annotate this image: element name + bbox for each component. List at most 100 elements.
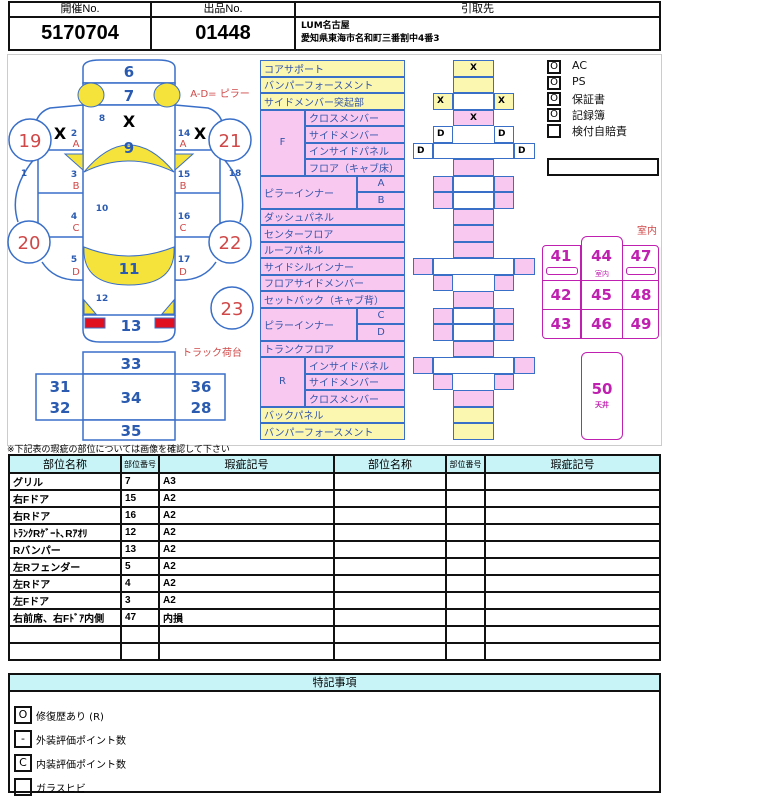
special-note-checkbox[interactable]: C: [14, 754, 32, 772]
table-cell: 47: [120, 608, 160, 627]
table-cell: 左Rドア: [8, 574, 122, 593]
part-7: 7: [124, 87, 134, 105]
equipment-checkbox[interactable]: [547, 124, 561, 138]
auction-no-label: 開催No.: [10, 3, 152, 18]
pillar-c-left: C: [73, 223, 80, 234]
frame-row-label: クロスメンバー: [305, 109, 405, 126]
windshield: [83, 144, 175, 173]
part-4: 4: [71, 212, 77, 222]
frame-row-label: ルーフパネル: [260, 241, 405, 258]
frame-grid-cell: X: [453, 60, 494, 77]
frame-row-label: バックパネル: [260, 406, 405, 423]
table-cell: [484, 506, 661, 525]
circle-23: 23: [221, 299, 244, 320]
frame-grid-cell: [453, 76, 494, 93]
table-cell: [484, 557, 661, 576]
frame-grid-cell: [453, 340, 494, 357]
seat-icon: [626, 267, 656, 275]
frame-row-label: ダッシュパネル: [260, 208, 405, 225]
frame-grid-cell: D: [413, 142, 433, 159]
part-5: 5: [71, 255, 77, 265]
part-2: 2: [71, 129, 77, 139]
part-6: 6: [124, 63, 134, 81]
header-table: 開催No. 出品No. 引取先 5170704 01448 LUM名古屋 愛知県…: [8, 1, 661, 51]
lot-no-label: 出品No.: [152, 3, 296, 18]
pillar-note: A-D= ピラー: [190, 88, 250, 100]
table-cell: [333, 574, 447, 593]
special-note-checkbox[interactable]: -: [14, 730, 32, 748]
interior-cell-42: 42: [542, 281, 581, 310]
table-row: [8, 625, 661, 644]
equipment-checkbox[interactable]: O: [547, 60, 561, 74]
frame-grid-cell: [453, 241, 494, 258]
frame-grid-cell: [494, 274, 514, 291]
frame-row-label: バンパーフォースメント: [260, 76, 405, 93]
special-notes-title: 特記事項: [10, 675, 659, 692]
pillar-inner-front: ピラーインナー: [260, 175, 357, 209]
frame-grid-cell: D: [494, 126, 514, 143]
table-note: ※下記表の瑕疵の部位については画像を確認して下さい: [7, 445, 230, 455]
interior-cell-49: 49: [630, 315, 652, 333]
table-cell: [158, 625, 335, 644]
frame-grid-cell: [453, 192, 494, 209]
table-cell: 5: [120, 557, 160, 576]
frame-row-label: クロスメンバー: [305, 390, 405, 407]
mark-x-14: X: [194, 124, 207, 143]
equipment-checkbox[interactable]: O: [547, 108, 561, 122]
truck-28: 28: [191, 399, 212, 417]
truck-31: 31: [50, 378, 71, 396]
table-cell: 7: [120, 472, 160, 491]
frame-row-label: サイドメンバー: [305, 373, 405, 390]
interior-cell-48: 48: [623, 281, 659, 310]
pillar-d-left: D: [72, 267, 80, 278]
interior-cell-44: 44: [581, 245, 623, 281]
equipment-checkbox[interactable]: O: [547, 76, 561, 90]
pickup-info: LUM名古屋 愛知県東海市名和町三番割中4番3: [301, 20, 440, 46]
part-14: 14: [178, 129, 191, 139]
equipment-label: 保証書: [572, 93, 605, 106]
table-cell: 右前席、右Fﾄﾞｱ内側: [8, 608, 122, 627]
frame-grid-cell: [413, 258, 433, 275]
frame-grid-cell: X: [494, 93, 514, 110]
frame-grid-cell: [433, 142, 514, 159]
equipment-label: 記録簿: [572, 109, 605, 122]
tail-light-right: [154, 317, 176, 329]
table-cell: 3: [120, 591, 160, 610]
table-cell: [445, 591, 486, 610]
table-cell: 15: [120, 489, 160, 508]
frame-grid-cell: [494, 324, 514, 341]
table-cell: [333, 489, 447, 508]
equipment-checkbox[interactable]: O: [547, 92, 561, 106]
part-15: 15: [178, 170, 191, 180]
frame-grid-cell: [433, 373, 453, 390]
table-cell: [445, 489, 486, 508]
part-10: 10: [96, 204, 109, 214]
frame-grid-cell: [453, 423, 494, 440]
table-cell: A2: [158, 506, 335, 525]
frame-row-label: A: [357, 175, 405, 192]
part-13: 13: [121, 317, 142, 335]
special-note-item: C 内装評価ポイント数: [14, 754, 126, 772]
table-cell: A2: [158, 557, 335, 576]
frame-row-label: フロア（キャブ床）: [305, 159, 405, 176]
headlight-left: [77, 82, 105, 108]
special-note-checkbox[interactable]: [14, 778, 32, 796]
circle-21: 21: [219, 131, 242, 152]
frame-grid-cell: [433, 357, 514, 374]
special-note-checkbox[interactable]: O: [14, 706, 32, 724]
table-header: 瑕疵記号: [158, 454, 335, 474]
table-cell: グリル: [8, 472, 122, 491]
frame-row-label: インサイドパネル: [305, 142, 405, 159]
frame-grid-cell: [453, 307, 494, 324]
frame-grid-cell: [433, 258, 514, 275]
frame-row-label: サイドメンバー突起部: [260, 93, 405, 110]
special-note-label: 内装評価ポイント数: [36, 759, 126, 771]
circle-19: 19: [19, 131, 42, 152]
table-cell: [445, 557, 486, 576]
